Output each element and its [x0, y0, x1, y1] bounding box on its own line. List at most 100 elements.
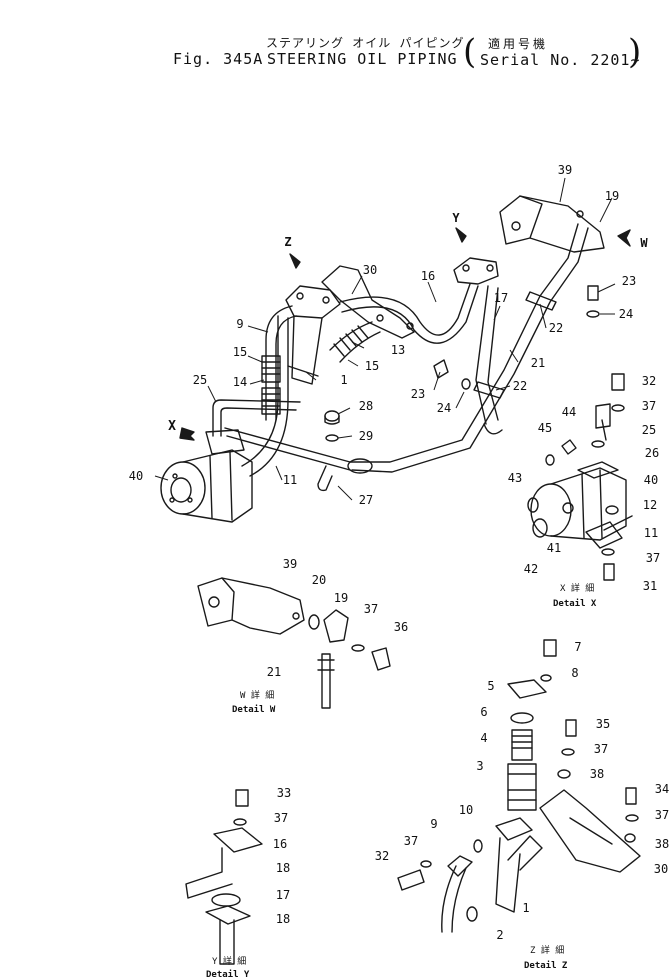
detail-w-parts [308, 609, 391, 709]
detail-caption-jp-detail_z: Z 詳 細 [530, 944, 564, 956]
part-label-detail_x: 43 [508, 471, 522, 485]
part-label-detail_y: 16 [273, 837, 287, 851]
part-label-detail_z: 3 [476, 759, 483, 773]
part-label-detail_z: 32 [375, 849, 389, 863]
bracket-close: ) [628, 32, 642, 72]
part-label-main: 22 [513, 379, 527, 393]
part-label-main: 17 [494, 291, 508, 305]
detail-caption-detail_y: Detail Y [206, 969, 250, 979]
part-label-main: 19 [605, 189, 619, 203]
part-label-detail_z: 34 [655, 782, 669, 796]
part-label-detail_x: 40 [644, 473, 658, 487]
part-label-detail_w: 39 [283, 557, 297, 571]
part-label-detail_z: 4 [480, 731, 487, 745]
part-label-detail_x: 11 [644, 526, 658, 540]
part-label-main: 15 [365, 359, 379, 373]
detail-y-parts [185, 789, 263, 965]
part-label-detail_z: 5 [487, 679, 494, 693]
detail-x-parts [527, 373, 633, 581]
part-label-main: 9 [236, 317, 243, 331]
part-label-detail_w: 20 [312, 573, 326, 587]
detail-caption-detail_z: Detail Z [524, 960, 568, 971]
part-label-detail_z: 37 [594, 742, 608, 756]
figure-title: STEERING OIL PIPING [267, 50, 458, 68]
serial-range: Serial No. 2201~ [480, 51, 641, 69]
main-valve-block-1 [285, 285, 341, 385]
part-label-detail_z: 2 [496, 928, 503, 942]
figure-number: Fig. 345A [173, 50, 264, 68]
part-label-detail_z: 37 [655, 808, 669, 822]
part-label-detail_x: 37 [642, 399, 656, 413]
part-label-main: 13 [391, 343, 405, 357]
part-label-detail_x: 41 [547, 541, 561, 555]
part-label-detail_x: 32 [642, 374, 656, 388]
part-label-detail_z: 6 [480, 705, 487, 719]
part-label-detail_z: 1 [522, 901, 529, 915]
part-label-detail_y: 37 [274, 811, 288, 825]
part-label-main: Z [284, 235, 291, 249]
part-label-main: 15 [233, 345, 247, 359]
part-label-detail_x: 25 [642, 423, 656, 437]
view-arrow-label-x: X [168, 419, 176, 434]
part-label-main: 1 [340, 373, 347, 387]
part-label-detail_z: 7 [574, 640, 581, 654]
part-label-detail_x: 37 [646, 551, 660, 565]
part-label-detail_z: 38 [655, 837, 669, 851]
part-label-detail_y: 33 [277, 786, 291, 800]
part-label-detail_w: 36 [394, 620, 408, 634]
detail-z-parts [397, 639, 641, 933]
part-label-detail_x: 45 [538, 421, 552, 435]
part-label-detail_x: 12 [643, 498, 657, 512]
part-label-detail_y: 17 [276, 888, 290, 902]
part-label-detail_x: 26 [645, 446, 659, 460]
part-label-detail_w: 21 [267, 665, 281, 679]
main-washer-29 [325, 434, 339, 442]
part-label-detail_x: 42 [524, 562, 538, 576]
part-label-main: 40 [129, 469, 143, 483]
part-label-main: 28 [359, 399, 373, 413]
part-label-detail_z: 8 [571, 666, 578, 680]
part-label-detail_x: 44 [562, 405, 576, 419]
main-hose-9 [261, 305, 297, 421]
part-label-detail_z: 37 [404, 834, 418, 848]
part-label-detail_y: 18 [276, 861, 290, 875]
main-hose-13 [329, 321, 381, 363]
title-japanese: ステアリング オイル パイピング [266, 36, 465, 50]
part-label-main: 24 [437, 401, 451, 415]
part-label-main: Y [452, 211, 460, 225]
detail-caption-jp-detail_y: Y 詳 細 [212, 955, 246, 967]
main-nut-28 [324, 410, 340, 425]
main-pump-40 [160, 429, 253, 523]
detail-x-pump-40 [530, 461, 627, 541]
part-label-main: 23 [411, 387, 425, 401]
leader-lines [154, 177, 616, 501]
bracket-open: ( [463, 32, 477, 72]
main-hose-11 [241, 315, 289, 477]
part-label-detail_z: 30 [654, 862, 668, 876]
detail-caption-jp-detail_x: X 詳 細 [560, 582, 594, 594]
part-label-detail_z: 35 [596, 717, 610, 731]
part-label-detail_z: 38 [590, 767, 604, 781]
part-label-main: W [640, 236, 648, 250]
serial-heading-japanese: 適用号機 [488, 37, 549, 51]
part-label-main: 25 [193, 373, 207, 387]
detail-caption-detail_x: Detail X [553, 598, 597, 609]
main-valve-39 [499, 195, 605, 253]
part-label-detail_y: 18 [276, 912, 290, 926]
part-label-detail_z: 10 [459, 803, 473, 817]
part-label-main: 22 [549, 321, 563, 335]
part-label-main: 39 [558, 163, 572, 177]
part-label-detail_w: 37 [364, 602, 378, 616]
part-label-detail_w: 19 [334, 591, 348, 605]
detail-caption-jp-detail_w: W 詳 細 [240, 689, 274, 701]
part-label-main: 14 [233, 375, 247, 389]
main-bolt-23-left [433, 359, 471, 390]
part-label-main: 27 [359, 493, 373, 507]
detail-caption-detail_w: Detail W [232, 704, 276, 715]
part-label-main: 11 [283, 473, 297, 487]
main-pipe-21 [347, 223, 589, 474]
part-label-main: 16 [421, 269, 435, 283]
main-view-arrows [179, 227, 631, 441]
part-label-main: 29 [359, 429, 373, 443]
